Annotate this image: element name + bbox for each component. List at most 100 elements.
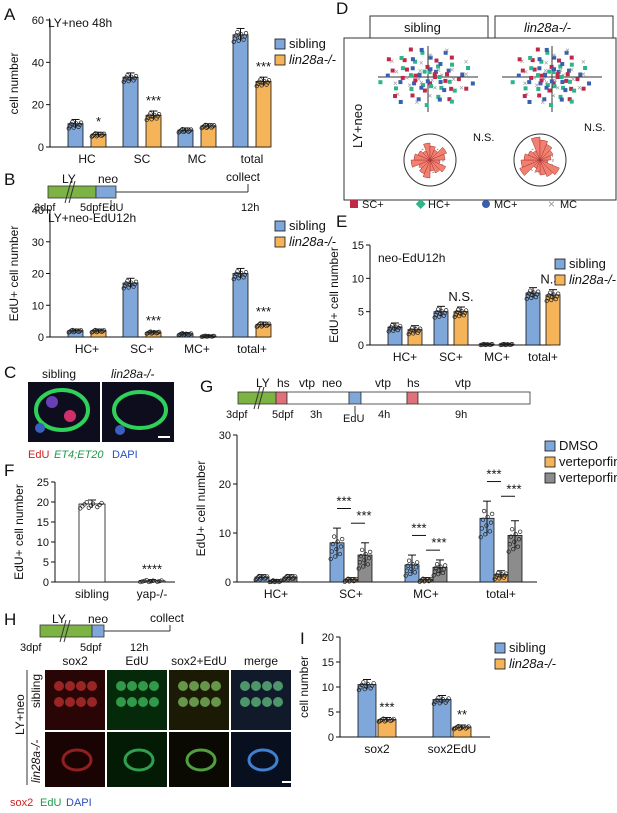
data-point — [452, 314, 457, 319]
d-point — [516, 73, 521, 78]
data-point — [70, 119, 75, 125]
d-point — [529, 66, 534, 71]
data-point — [527, 288, 533, 293]
h-col-label: sox2 — [62, 654, 88, 668]
significance-label: *** — [431, 535, 446, 550]
data-point — [546, 293, 552, 298]
d-point — [549, 79, 554, 84]
d-point-x: × — [428, 51, 433, 60]
d-point-x: × — [542, 75, 547, 84]
d-point — [544, 85, 549, 90]
data-point — [437, 314, 442, 319]
data-point — [529, 295, 534, 301]
d-point-x: × — [404, 74, 409, 83]
data-point — [462, 310, 468, 316]
y-axis-label: EdU+ cell number — [194, 461, 208, 557]
data-point — [157, 578, 162, 584]
d-point — [393, 86, 398, 91]
panel-letter-a: A — [4, 5, 16, 24]
d-point — [432, 72, 437, 77]
h-cell — [178, 681, 188, 691]
d-point — [439, 85, 444, 90]
data-point — [547, 290, 553, 295]
h-cell — [273, 697, 283, 707]
y-tick-label: 40 — [32, 57, 44, 69]
data-point — [556, 291, 561, 296]
data-point — [501, 341, 507, 347]
d-point — [420, 50, 425, 55]
d-point — [437, 97, 442, 102]
y-tick-label: 40 — [32, 205, 44, 217]
d-point — [422, 69, 427, 74]
d-point — [449, 99, 454, 104]
data-point — [101, 131, 107, 136]
d-point — [425, 64, 430, 69]
d-point — [434, 69, 439, 74]
y-axis-label: EdU+ cell number — [7, 226, 21, 322]
data-point — [344, 577, 350, 582]
data-point — [544, 298, 549, 304]
c-mutant-cell — [115, 425, 125, 435]
d-mutant-label: lin28a-/- — [524, 20, 572, 35]
significance-label: *** — [146, 93, 161, 108]
d-point — [419, 47, 424, 52]
data-point — [345, 576, 351, 581]
data-point — [526, 291, 532, 296]
d-point — [569, 62, 574, 67]
y-tick-label: 30 — [219, 430, 231, 442]
d-point-x: × — [571, 75, 576, 84]
data-point — [72, 123, 78, 128]
data-point — [243, 270, 249, 275]
legend-swatch — [544, 456, 556, 468]
data-point — [381, 716, 386, 721]
panel-letter-f: F — [4, 461, 14, 480]
d-legend-label: SC+ — [362, 199, 384, 211]
d-point-x: × — [577, 83, 582, 92]
data-point — [128, 280, 134, 285]
data-point — [438, 311, 443, 317]
x-tick-label: total — [241, 152, 264, 166]
data-point — [270, 578, 276, 583]
data-point — [238, 32, 244, 37]
d-point-x: × — [440, 71, 445, 80]
d-point-x: × — [540, 98, 545, 107]
data-point — [365, 681, 370, 687]
legend-label: sibling — [289, 218, 326, 233]
h-5dpf: 5dpf — [80, 642, 102, 654]
legend-swatch — [494, 658, 506, 670]
legend-label: sibling — [509, 640, 546, 655]
d-point-x: × — [464, 57, 469, 66]
significance-label: **** — [142, 562, 162, 577]
d-mutant-box — [494, 15, 614, 39]
data-point — [415, 560, 420, 565]
significance-label: * — [96, 114, 101, 129]
h-cell — [251, 681, 261, 691]
h-image — [45, 732, 105, 787]
data-point — [333, 554, 338, 559]
d-point — [399, 55, 404, 60]
d-point — [378, 80, 383, 85]
d-point — [547, 69, 552, 74]
d-point-x: × — [428, 92, 433, 101]
data-point — [518, 529, 523, 534]
data-point — [442, 310, 448, 316]
data-point — [264, 82, 269, 87]
panel-b-timeline: LY neo collect 3dpf 5dpf EdU 12h — [34, 170, 261, 214]
h-cell — [262, 697, 272, 707]
significance-label: N.S. — [448, 289, 473, 304]
panel-d: sibling lin28a-/- LY+neo ×××××××××××××××… — [343, 15, 617, 211]
d-point — [551, 81, 556, 86]
data-point — [371, 681, 376, 686]
h-cell — [65, 681, 75, 691]
d-point — [527, 80, 532, 85]
legend-label: lin28a-/- — [569, 272, 617, 287]
bar — [525, 292, 541, 346]
data-point — [199, 126, 204, 131]
d-legend-label: MC+ — [494, 199, 518, 211]
data-point — [385, 717, 390, 722]
data-point — [90, 133, 96, 138]
data-point — [511, 546, 516, 552]
panel-letter-g: G — [200, 377, 213, 396]
